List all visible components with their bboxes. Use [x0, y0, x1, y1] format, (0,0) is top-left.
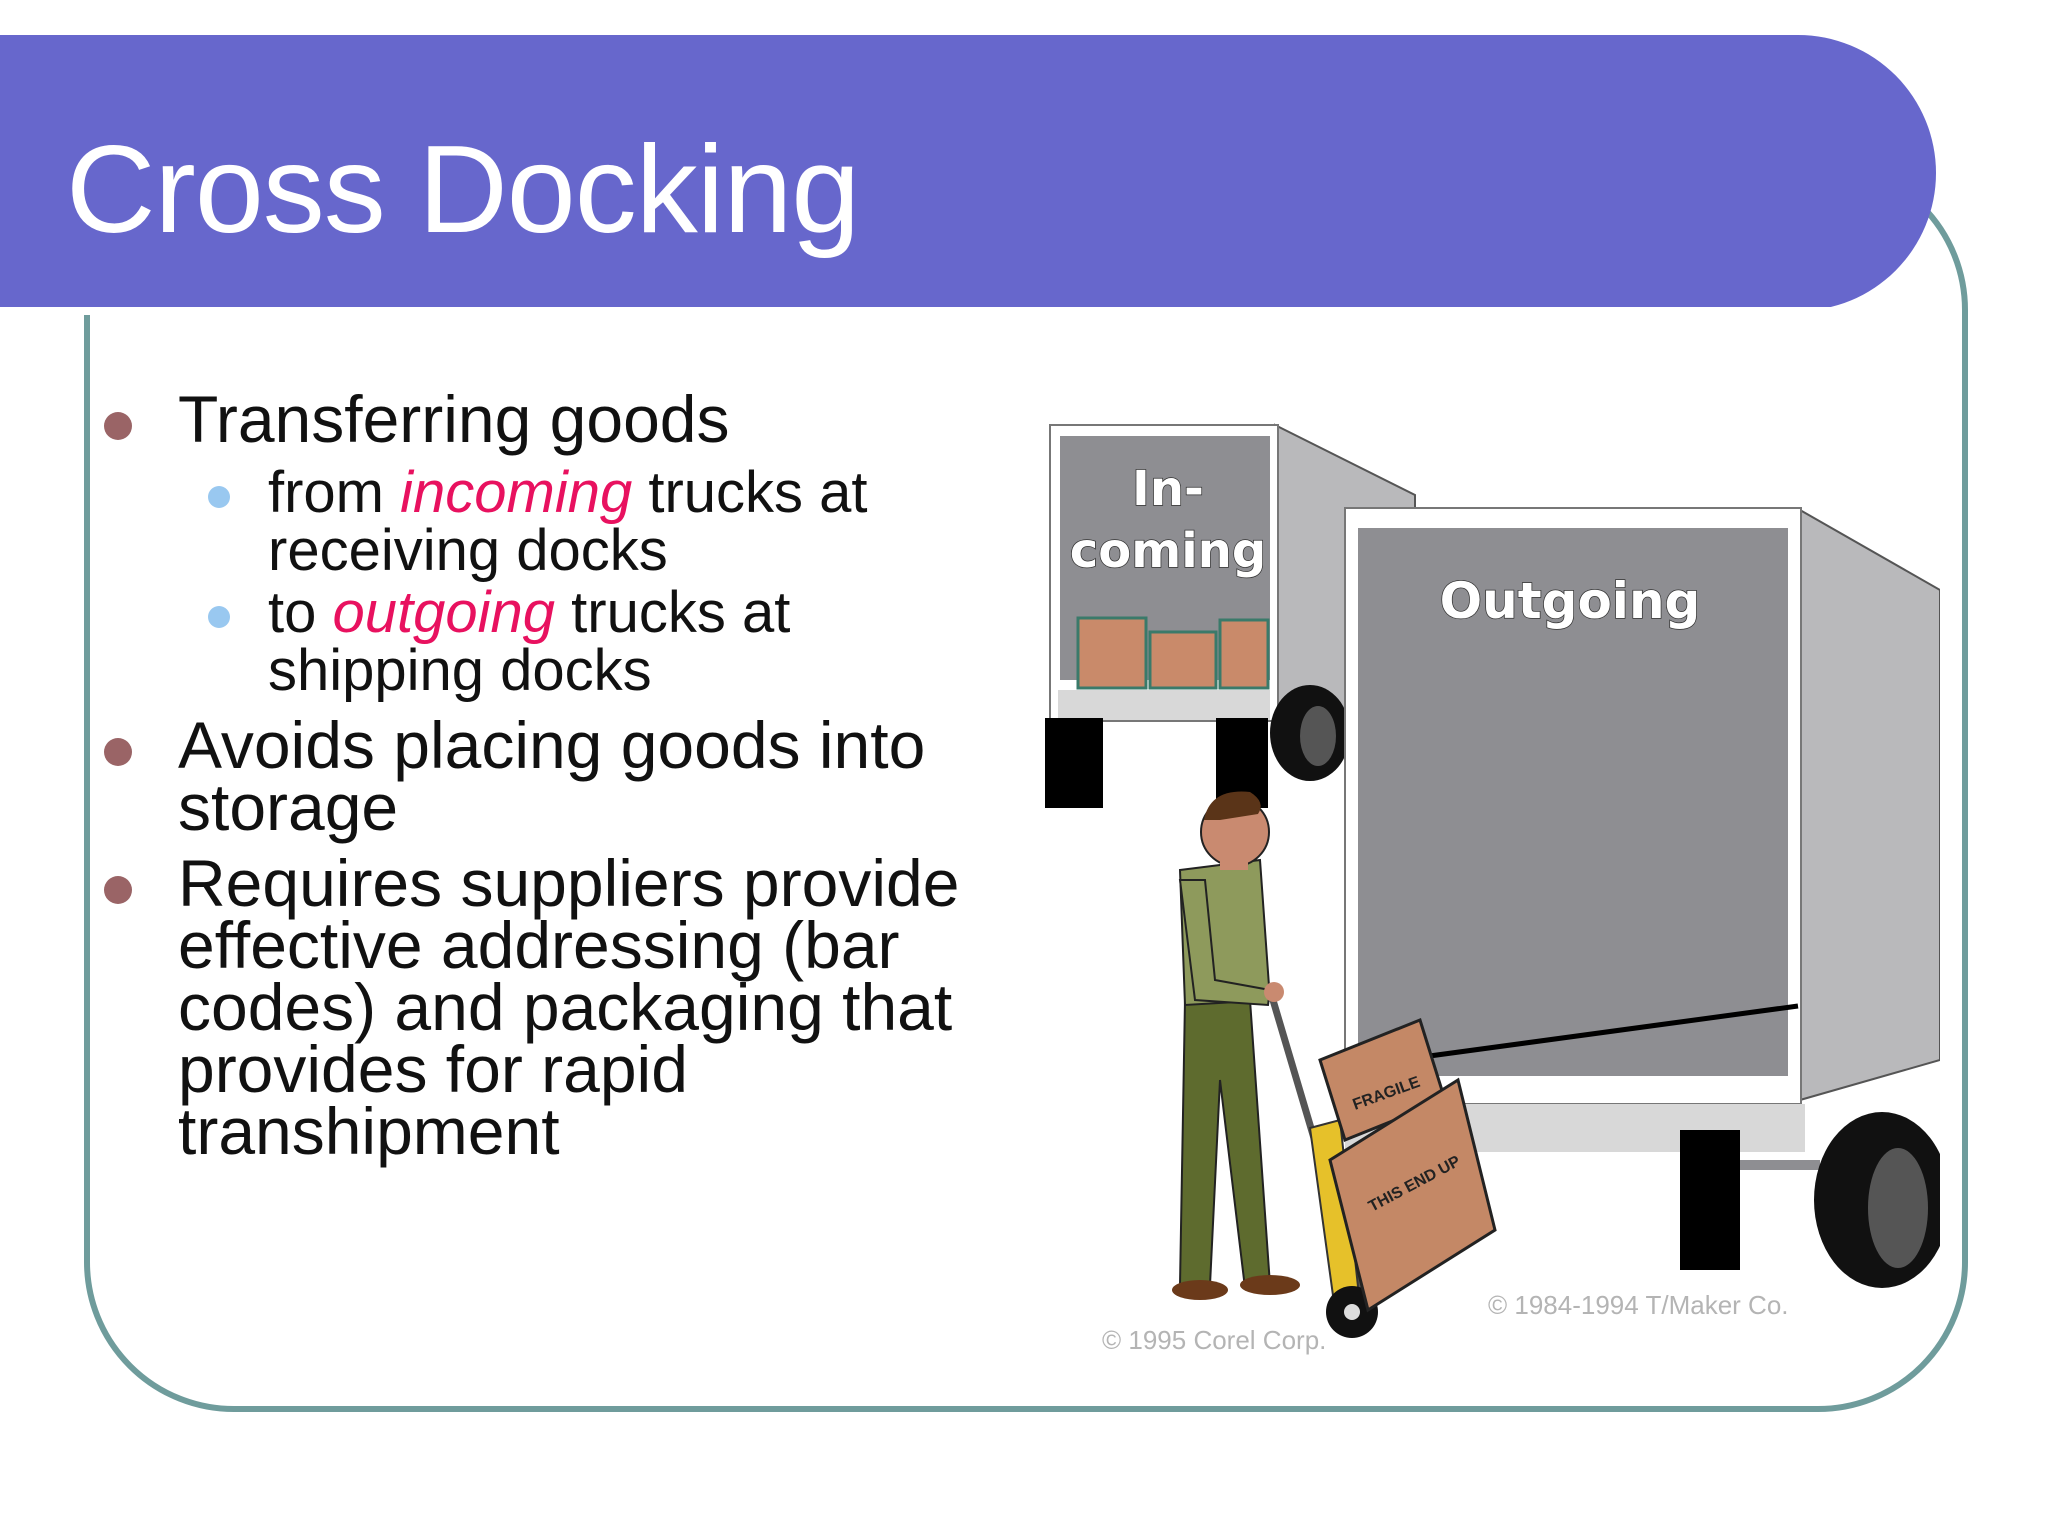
bullet-dot-icon — [104, 412, 132, 440]
outgoing-label: Outgoing — [1440, 572, 1701, 630]
sub-bullet-item: from incoming trucks at receiving docks — [100, 464, 1000, 580]
sub-bullet-item: to outgoing trucks at shipping docks — [100, 584, 1000, 700]
sub-bullet-dot-icon — [208, 486, 230, 508]
accent-text: incoming — [400, 460, 633, 525]
bullet-dot-icon — [104, 876, 132, 904]
outgoing-truck: Outgoing — [1344, 507, 1940, 1288]
sub-bullet-text: from incoming trucks at receiving docks — [268, 460, 868, 583]
cross-docking-illustration: In- coming Outgoing FRAGILE THIS END UP — [1045, 423, 1940, 1338]
incoming-label-line2: coming — [1070, 523, 1266, 579]
slide-title: Cross Docking — [66, 121, 860, 259]
title-underline — [0, 307, 1836, 315]
bullet-text: Avoids placing goods into storage — [178, 708, 926, 844]
sub-bullet-dot-icon — [208, 606, 230, 628]
bullet-item: Requires suppliers provide effective add… — [100, 850, 1000, 1164]
bullet-item: Transferring goods — [100, 386, 1000, 452]
bullet-text: Requires suppliers provide effective add… — [178, 846, 960, 1168]
copyright-corel: © 1995 Corel Corp. — [1102, 1325, 1327, 1355]
worker-with-hand-truck: FRAGILE THIS END UP — [1172, 791, 1497, 1338]
bullet-item: Avoids placing goods into storage — [100, 712, 1000, 840]
copyright-tmaker: © 1984-1994 T/Maker Co. — [1488, 1290, 1789, 1320]
title-bar: Cross Docking — [0, 35, 1936, 315]
bullet-list: Transferring goods from incoming trucks … — [100, 386, 1000, 1176]
bullet-text: Transferring goods — [178, 382, 730, 456]
accent-text: outgoing — [332, 580, 556, 645]
incoming-label-line1: In- — [1132, 461, 1204, 517]
bullet-dot-icon — [104, 738, 132, 766]
sub-bullet-text: to outgoing trucks at shipping docks — [268, 580, 791, 703]
